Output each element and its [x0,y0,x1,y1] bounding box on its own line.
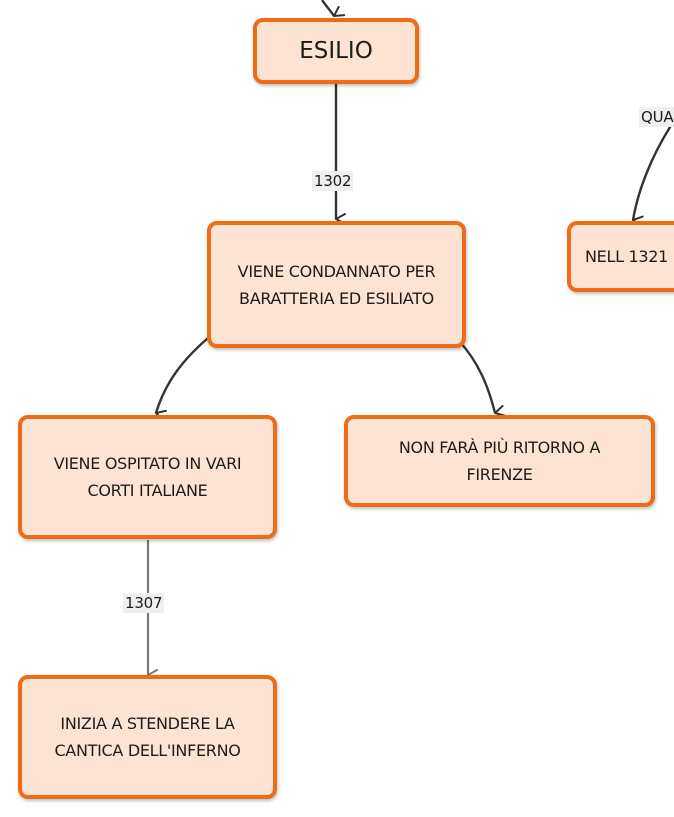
node-ospitato-label: VIENE OSPITATO IN VARI CORTI ITALIANE [53,454,242,500]
edge-label-qua: QUA [639,107,674,127]
node-ritorno-label: NON FARÀ PIÙ RITORNO A FIRENZE [398,438,601,484]
edge-label-1302: 1302 [312,171,354,191]
edge-label-1307: 1307 [123,593,165,613]
node-nell1321-label: NELL 1321 [585,247,669,266]
node-esilio[interactable]: ESILIO [253,18,419,84]
edge-condannato-ospitato [154,337,209,422]
node-inferno[interactable]: INIZIA A STENDERE LA CANTICA DELL'INFERN… [18,675,277,799]
node-esilio-label: ESILIO [299,37,373,64]
edge-incoming-esilio [321,0,346,17]
node-ritorno[interactable]: NON FARÀ PIÙ RITORNO A FIRENZE [344,415,655,507]
node-condannato[interactable]: VIENE CONDANNATO PER BARATTERIA ED ESILI… [207,221,466,348]
node-ospitato[interactable]: VIENE OSPITATO IN VARI CORTI ITALIANE [18,415,277,539]
edge-qua-nell1321 [631,123,674,228]
node-condannato-label: VIENE CONDANNATO PER BARATTERIA ED ESILI… [237,261,436,308]
edge-condannato-ritorno [459,341,506,417]
node-inferno-label: INIZIA A STENDERE LA CANTICA DELL'INFERN… [54,714,241,760]
node-nell1321[interactable]: NELL 1321 [567,221,674,292]
